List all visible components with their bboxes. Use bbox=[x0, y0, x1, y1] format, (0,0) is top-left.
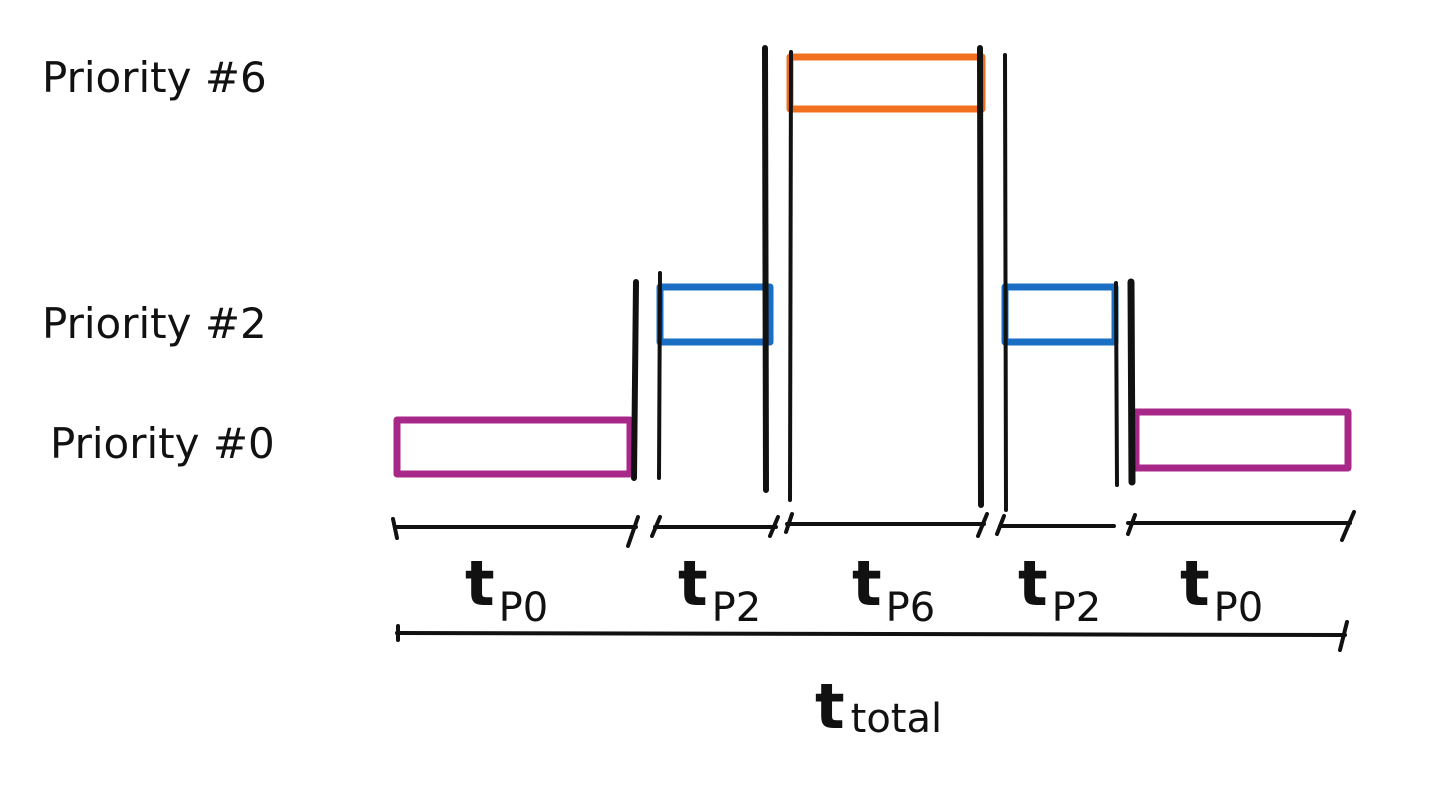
priority-2-block-left bbox=[656, 283, 774, 346]
transition-lines bbox=[631, 45, 1136, 512]
priority-0-block-right bbox=[1132, 408, 1352, 472]
priority-6-block bbox=[786, 53, 986, 113]
priority-2-block-right bbox=[1001, 283, 1119, 346]
row-label-priority-0: Priority #0 bbox=[50, 419, 275, 468]
total-dimension-line bbox=[395, 620, 1349, 652]
row-label-priority-6: Priority #6 bbox=[42, 53, 267, 102]
priority-0-block-left bbox=[393, 416, 634, 478]
row-label-priority-2: Priority #2 bbox=[42, 299, 267, 348]
segment-dimension-lines bbox=[391, 510, 1356, 548]
